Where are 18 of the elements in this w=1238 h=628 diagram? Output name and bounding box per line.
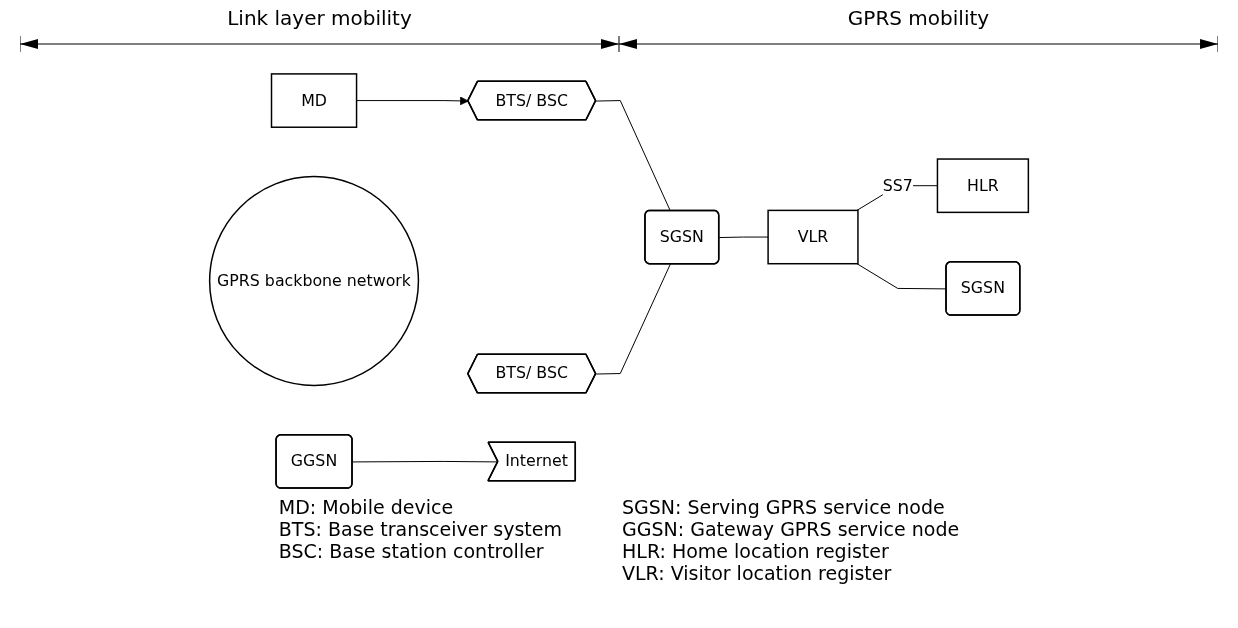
- abbreviation-note: SGSN: Serving GPRS service node: [622, 496, 946, 518]
- connector: [856, 263, 947, 290]
- edge-label: SS7: [882, 175, 913, 195]
- node-box: HLR: [936, 158, 1030, 214]
- abbreviation-note: VLR: Visitor location register: [622, 562, 893, 584]
- node-box: VLR: [767, 209, 859, 265]
- span-label: GPRS mobility: [847, 6, 990, 30]
- connector: [595, 263, 671, 375]
- abbreviation-note: HLR: Home location register: [622, 540, 890, 562]
- span-label: Link layer mobility: [227, 6, 412, 30]
- abbreviation-note: BTS: Base transceiver system: [278, 518, 562, 540]
- node-circle: GPRS backbone network: [208, 175, 420, 387]
- connector: [595, 100, 671, 212]
- abbreviation-note: MD: Mobile device: [278, 496, 455, 518]
- connector: [718, 236, 769, 239]
- abbreviation-note: GGSN: Gateway GPRS service node: [622, 518, 960, 540]
- abbreviation-note: BSC: Base station controller: [278, 540, 545, 562]
- node-box: MD: [270, 73, 358, 128]
